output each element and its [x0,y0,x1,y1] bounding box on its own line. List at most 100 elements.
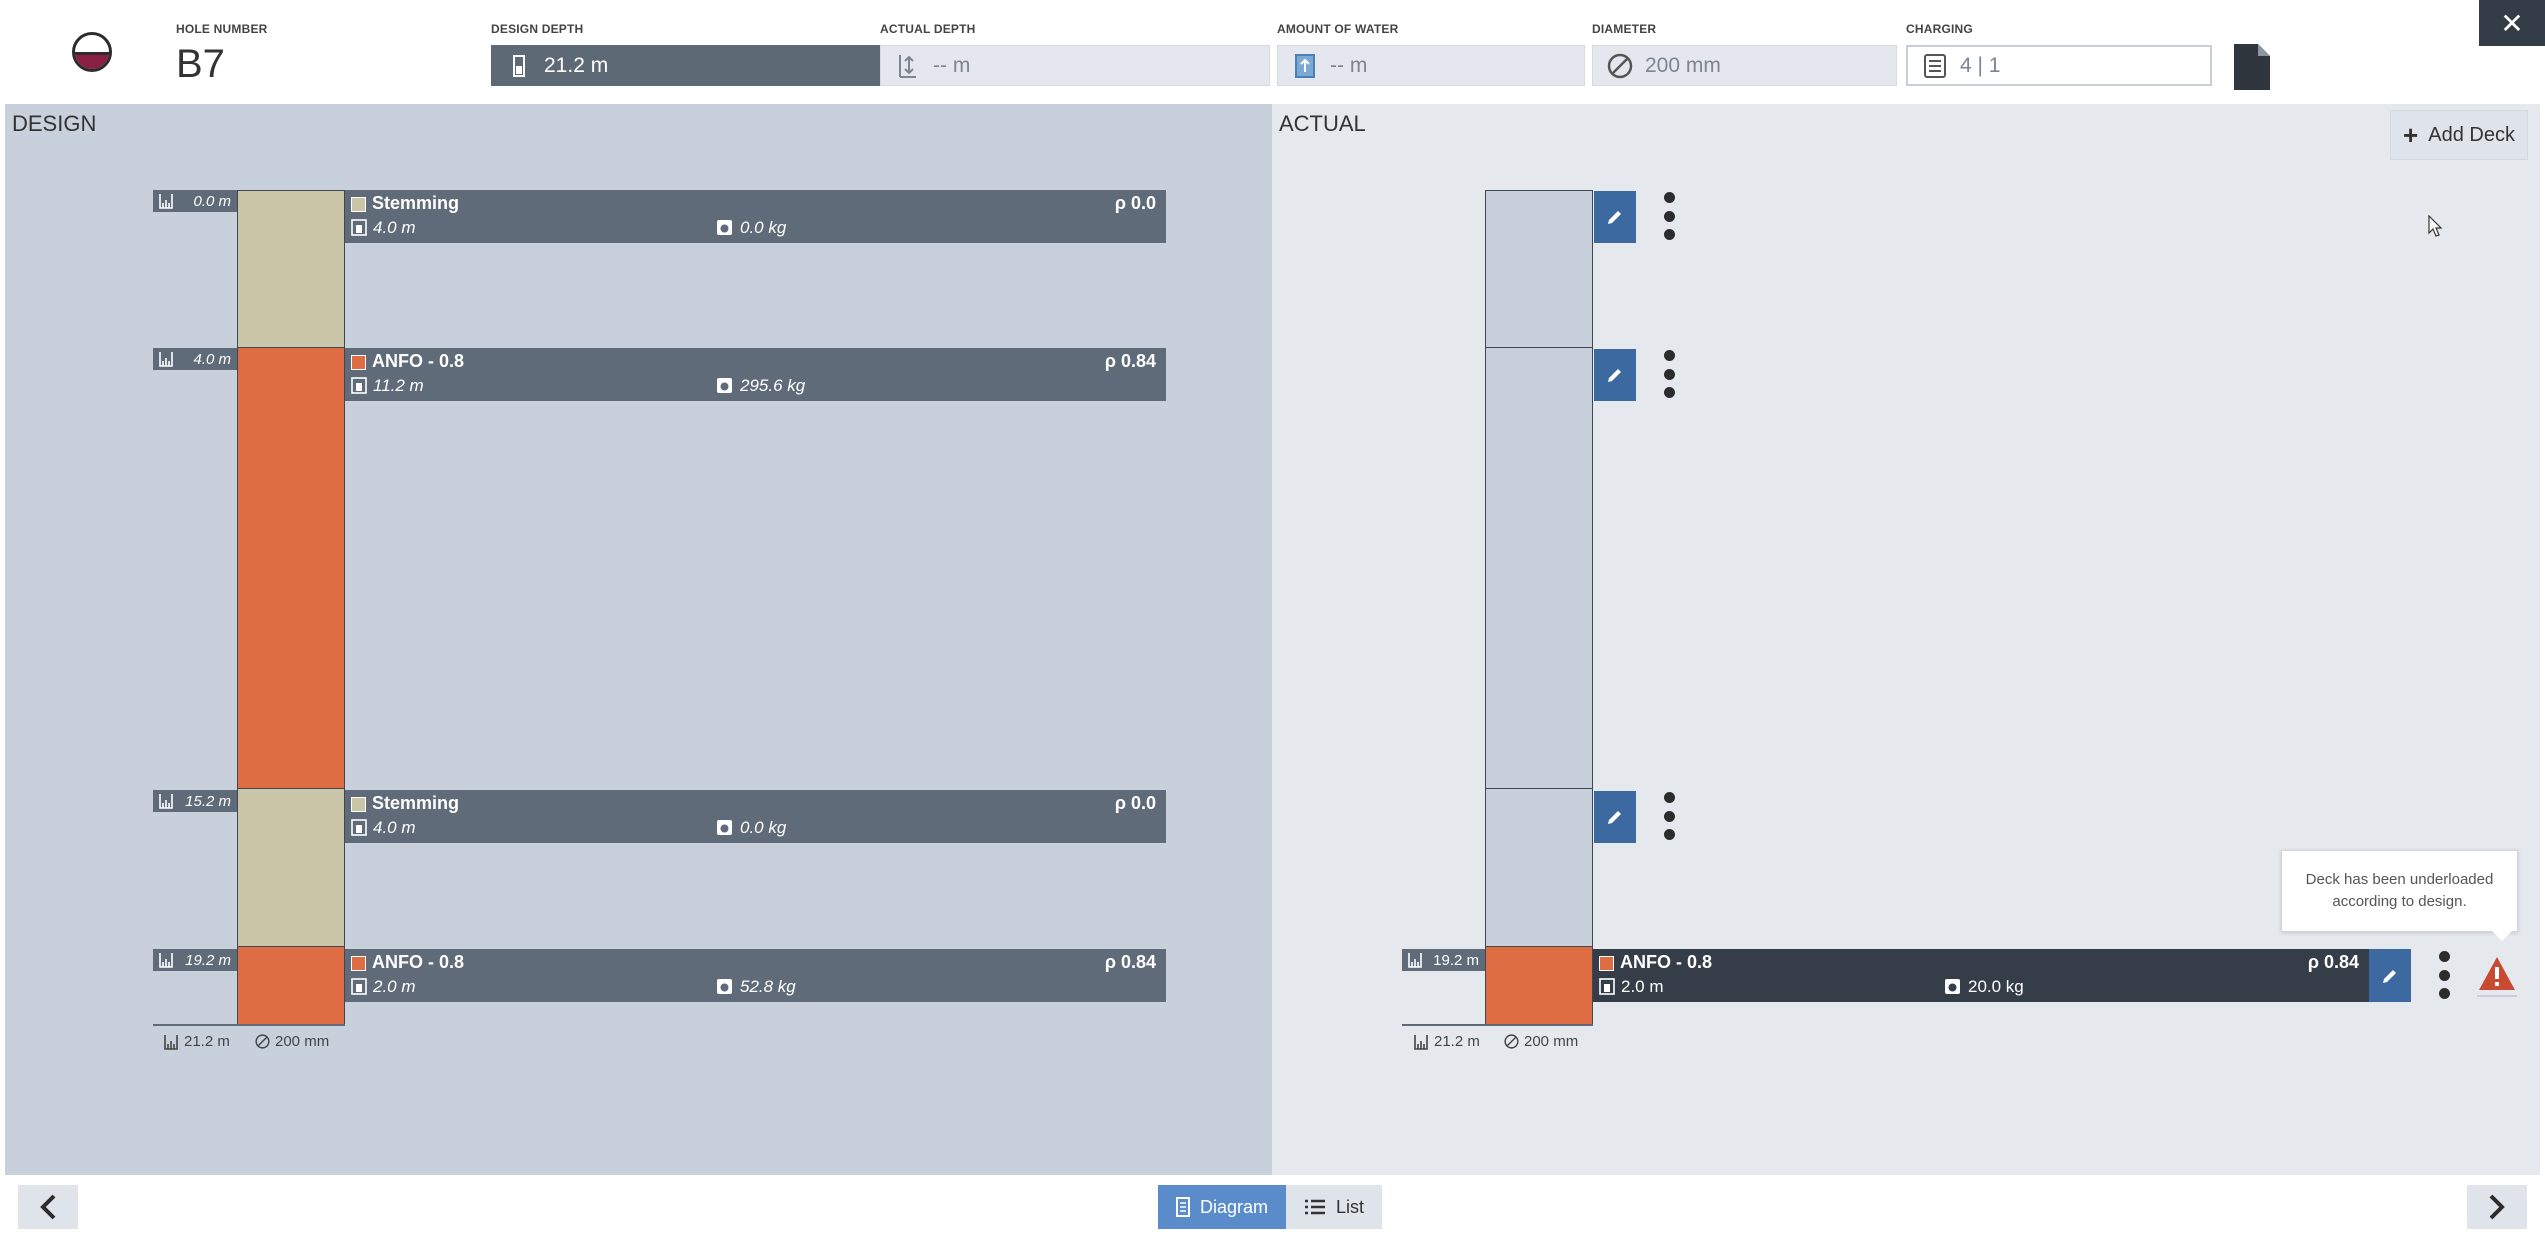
hole-status-icon [72,32,112,72]
design-depth-marker: 19.2 m [153,949,237,971]
design-diameter-info: 200 mm [255,1033,329,1050]
deck-color-swatch [1599,956,1614,971]
edit-deck-button[interactable] [1594,191,1636,243]
next-hole-button[interactable] [2467,1185,2527,1229]
length-icon [1599,978,1615,995]
water-input[interactable]: -- m [1277,45,1585,86]
deck-weight: 52.8 kg [740,977,796,996]
deck-density: ρ 0.84 [1104,351,1156,371]
diameter-input[interactable]: 200 mm [1592,45,1897,86]
close-icon: ✕ [2500,7,2524,39]
view-toggle: Diagram List [1158,1185,1383,1229]
underload-tooltip: Deck has been underloaded according to d… [2281,850,2518,941]
deck-color-swatch [351,956,366,971]
design-depth-field: 21.2 m [491,45,881,86]
deck-density: ρ 0.0 [1114,793,1156,813]
weight-icon [717,220,732,235]
actual-deck-segment [1485,946,1593,1026]
list-view-button[interactable]: List [1286,1185,1383,1229]
warning-icon[interactable] [2477,955,2517,997]
actual-deck-bar[interactable]: ANFO - 0.8 2.0 m 20.0 kg ρ 0.84 [1593,949,2369,1002]
ruler-icon [159,194,173,209]
deck-length: 2.0 m [1621,977,1664,996]
design-depth-marker: 0.0 m [153,190,237,212]
design-depth-label: DESIGN DEPTH [491,22,584,36]
deck-weight: 295.6 kg [740,376,806,395]
actual-deck-segment [1485,190,1593,348]
diagram-view-button[interactable]: Diagram [1158,1185,1287,1229]
water-label: AMOUNT OF WATER [1277,22,1399,36]
hole-number-label: HOLE NUMBER [176,22,268,36]
depth-arrows-icon [895,53,921,79]
actual-depth-label: ACTUAL DEPTH [880,22,976,36]
weight-icon [717,979,732,994]
deck-color-swatch [351,355,366,370]
design-deck-bar[interactable]: Stemming 4.0 m 0.0 kg ρ 0.0 [345,790,1166,843]
document-button[interactable] [2234,44,2270,90]
edit-deck-button[interactable] [1594,791,1636,843]
deck-weight: 0.0 kg [740,218,787,237]
diameter-icon [1504,1034,1519,1049]
chevron-left-icon [40,1194,56,1220]
deck-color-swatch [351,797,366,812]
design-deck-segment [237,946,345,1026]
more-vertical-icon[interactable] [2437,951,2451,999]
add-deck-button[interactable]: + Add Deck [2390,110,2528,160]
design-panel: DESIGN [5,104,1272,1175]
deck-length: 4.0 m [373,818,416,837]
design-depth-marker: 4.0 m [153,348,237,370]
deck-name: ANFO - 0.8 [372,351,465,371]
deck-name: Stemming [372,193,460,213]
top-bar: HOLE NUMBER B7 DESIGN DEPTH 21.2 m ACTUA… [0,0,2545,104]
ruler-icon [159,352,173,367]
more-vertical-icon[interactable] [1662,792,1676,840]
length-icon [351,978,367,995]
weight-icon [717,820,732,835]
deck-color-swatch [351,197,366,212]
design-collar-line [153,1024,345,1026]
previous-hole-button[interactable] [18,1185,78,1229]
charging-value: 4 | 1 [1960,53,2001,77]
pencil-icon [2383,969,2396,983]
weight-icon [1945,979,1960,994]
charging-icon [1922,53,1948,79]
ruler-icon [164,1034,178,1050]
water-value: -- m [1330,53,1368,77]
ruler-icon [159,794,173,809]
design-depth-marker: 15.2 m [153,790,237,812]
more-vertical-icon[interactable] [1662,350,1676,398]
document-icon [2234,44,2270,90]
pencil-icon [1608,811,1621,824]
more-vertical-icon[interactable] [1662,192,1676,240]
design-deck-bar[interactable]: Stemming 4.0 m 0.0 kg ρ 0.0 [345,190,1166,243]
pencil-icon [1608,211,1621,224]
charging-input[interactable]: 4 | 1 [1906,45,2212,86]
deck-density: ρ 0.84 [1104,952,1156,972]
design-deck-segment [237,190,345,348]
close-button[interactable]: ✕ [2479,0,2545,46]
chevron-right-icon [2489,1194,2505,1220]
hole-number: B7 [176,42,225,86]
actual-depth-input[interactable]: -- m [880,45,1270,86]
design-deck-segment [237,788,345,947]
ruler-icon [1414,1034,1428,1050]
length-icon [351,819,367,836]
actual-collar-line [1402,1024,1593,1026]
design-deck-segment [237,347,345,789]
deck-length: 2.0 m [373,977,416,996]
mouse-cursor-icon [2428,215,2442,237]
deck-density: ρ 0.0 [1114,193,1156,213]
deck-name: ANFO - 0.8 [372,952,465,972]
depth-icon [506,53,532,79]
actual-title: ACTUAL [1279,111,1366,136]
charging-label: CHARGING [1906,22,1973,36]
edit-deck-button[interactable] [2369,949,2411,1002]
diameter-icon [255,1034,270,1049]
edit-deck-button[interactable] [1594,349,1636,401]
design-deck-bar[interactable]: ANFO - 0.8 11.2 m 295.6 kg ρ 0.84 [345,348,1166,401]
pencil-icon [1608,369,1621,382]
diameter-label: DIAMETER [1592,22,1657,36]
bottom-bar: Diagram List [0,1175,2545,1241]
design-title: DESIGN [12,111,97,136]
design-deck-bar[interactable]: ANFO - 0.8 2.0 m 52.8 kg ρ 0.84 [345,949,1166,1002]
